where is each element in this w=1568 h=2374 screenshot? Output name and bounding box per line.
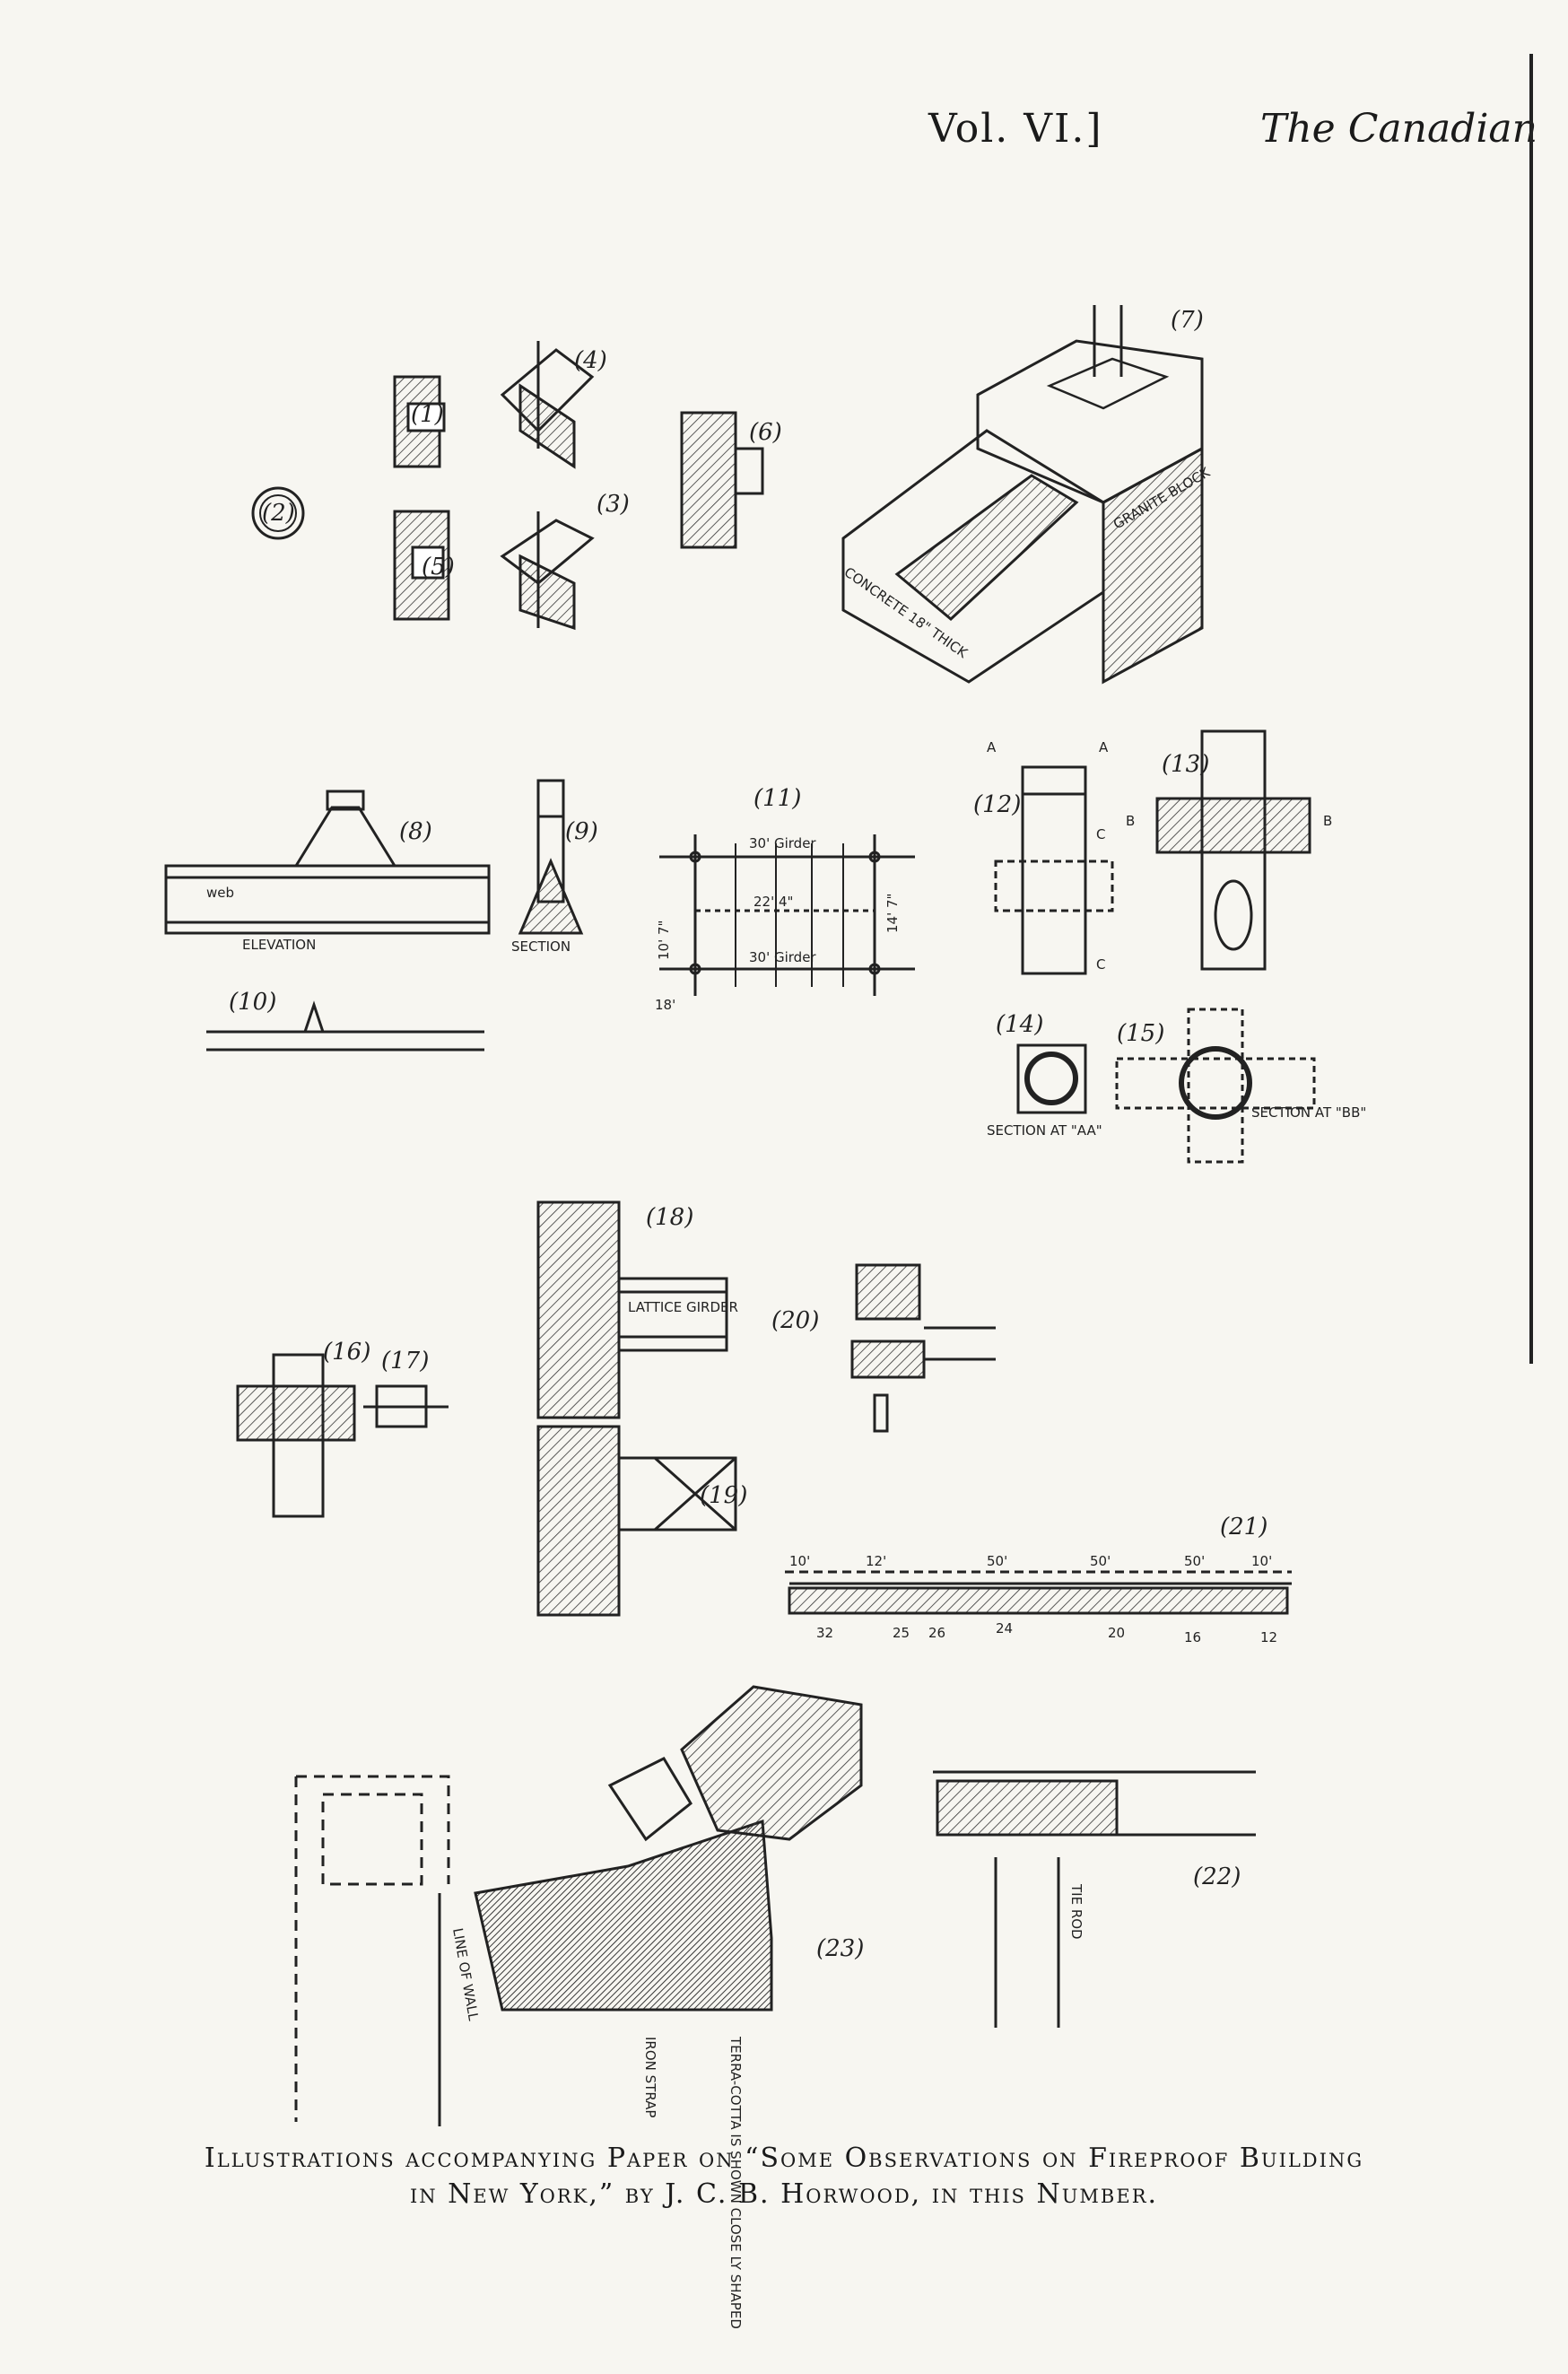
fig-1-number: (1) xyxy=(411,401,444,428)
caption-line-2: in New York,” by J. C. B. Horwood, in th… xyxy=(409,2178,1159,2210)
fig-22-number: (22) xyxy=(1193,1863,1241,1890)
fig-21-drawing xyxy=(785,1570,1292,1615)
fig-13-drawing xyxy=(1155,729,1311,971)
fig-22-drawing xyxy=(933,1770,1256,2028)
elevation-label: ELEVATION xyxy=(242,937,316,953)
fig-1-drawing xyxy=(393,375,450,621)
fig-4-drawing xyxy=(500,341,595,469)
fig-23-drawing xyxy=(294,1685,863,2126)
a-left-label: A xyxy=(987,739,997,755)
fig-7-drawing xyxy=(841,305,1204,685)
dim-21-d: 50' xyxy=(1090,1553,1111,1569)
girder-top-label: 30' Girder xyxy=(749,835,816,851)
c-top-label: C xyxy=(1096,826,1105,842)
fig-18-drawing xyxy=(536,1200,728,1419)
fig-8-number: (8) xyxy=(399,818,432,845)
section-aa-label: SECTION AT "AA" xyxy=(987,1122,1102,1139)
fig-5-number: (5) xyxy=(422,554,455,580)
fig-15-number: (15) xyxy=(1117,1020,1164,1047)
volume-header: Vol. VI.] xyxy=(928,106,1103,152)
girder-bottom-label: 30' Girder xyxy=(749,949,816,965)
fig-3-drawing xyxy=(500,511,595,631)
fig-19-number: (19) xyxy=(700,1482,747,1509)
dim-21-low-g: 12 xyxy=(1260,1629,1277,1645)
left-dim-label: 10' 7" xyxy=(656,921,672,960)
fig-16-drawing xyxy=(236,1353,356,1518)
web-label: web xyxy=(206,885,234,901)
dim-21-a: 10' xyxy=(789,1553,810,1569)
fig-20-number: (20) xyxy=(771,1307,819,1334)
fig-16-number: (16) xyxy=(323,1339,370,1366)
section-bb-label: SECTION AT "BB" xyxy=(1251,1104,1366,1121)
fig-15-drawing xyxy=(1115,1008,1316,1164)
dim-21-low-b: 25 xyxy=(893,1625,910,1641)
fig-14-drawing xyxy=(1016,1043,1087,1114)
fig-23-number: (23) xyxy=(816,1935,864,1962)
fig-10-drawing xyxy=(206,1000,484,1052)
right-dim-label: 14' 7" xyxy=(884,894,901,933)
a-right-label: A xyxy=(1099,739,1109,755)
fig-3-number: (3) xyxy=(597,491,630,518)
iron-strap-label: IRON STRAP xyxy=(642,2037,658,2117)
b-left-label: B xyxy=(1126,813,1135,829)
fig-9-drawing xyxy=(518,779,584,935)
dim-21-b: 12' xyxy=(866,1553,886,1569)
fig-17-drawing xyxy=(363,1384,449,1428)
dim-21-e: 50' xyxy=(1184,1553,1205,1569)
dim-21-low-e: 20 xyxy=(1108,1625,1125,1641)
fig-9-number: (9) xyxy=(565,818,598,845)
c-bottom-label: C xyxy=(1096,956,1105,973)
fig-11-number: (11) xyxy=(754,785,801,812)
span-label: 22' 4" xyxy=(754,894,793,910)
fig-12-drawing xyxy=(994,765,1114,975)
fig-17-number: (17) xyxy=(381,1348,429,1375)
fig-8-drawing xyxy=(164,790,491,935)
dim-21-low-d: 24 xyxy=(996,1620,1013,1636)
terra-cotta-label: TERRA-COTTA IS SHOWN CLOSE LY SHAPED xyxy=(727,2036,744,2329)
line-of-wall-label: LINE OF WALL xyxy=(449,1927,482,2023)
fig-14-number: (14) xyxy=(996,1011,1043,1038)
fig-2-drawing xyxy=(251,486,305,540)
fig-6-drawing xyxy=(680,411,764,549)
section-label: SECTION xyxy=(511,938,571,955)
fig-12-number: (12) xyxy=(973,791,1021,818)
dim-21-c: 50' xyxy=(987,1553,1007,1569)
fig-20-drawing xyxy=(850,1263,996,1433)
fig-19-drawing xyxy=(536,1425,737,1617)
dim-21-low-f: 16 xyxy=(1184,1629,1201,1645)
lattice-girder-label: LATTICE GIRDER xyxy=(628,1299,738,1315)
fig-7-number: (7) xyxy=(1171,307,1204,334)
fig-13-number: (13) xyxy=(1162,751,1209,778)
fig-11-drawing xyxy=(659,834,915,996)
fig-10-number: (10) xyxy=(229,989,276,1016)
fig-2-number: (2) xyxy=(262,500,295,527)
corner-dim-label: 18' xyxy=(655,997,675,1013)
page-edge-rule xyxy=(1529,54,1533,1364)
journal-title: The Canadian xyxy=(1260,106,1538,152)
dim-21-f: 10' xyxy=(1251,1553,1272,1569)
fig-21-number: (21) xyxy=(1220,1514,1267,1540)
fig-6-number: (6) xyxy=(749,419,782,446)
dim-21-low-a: 32 xyxy=(816,1625,833,1641)
dim-21-low-c: 26 xyxy=(928,1625,945,1641)
fig-4-number: (4) xyxy=(574,347,607,374)
b-right-label: B xyxy=(1323,813,1332,829)
caption-line-1: Illustrations accompanying Paper on “Som… xyxy=(204,2143,1364,2174)
fig-18-number: (18) xyxy=(646,1204,693,1231)
tie-rod-label: TIE ROD xyxy=(1068,1883,1085,1940)
